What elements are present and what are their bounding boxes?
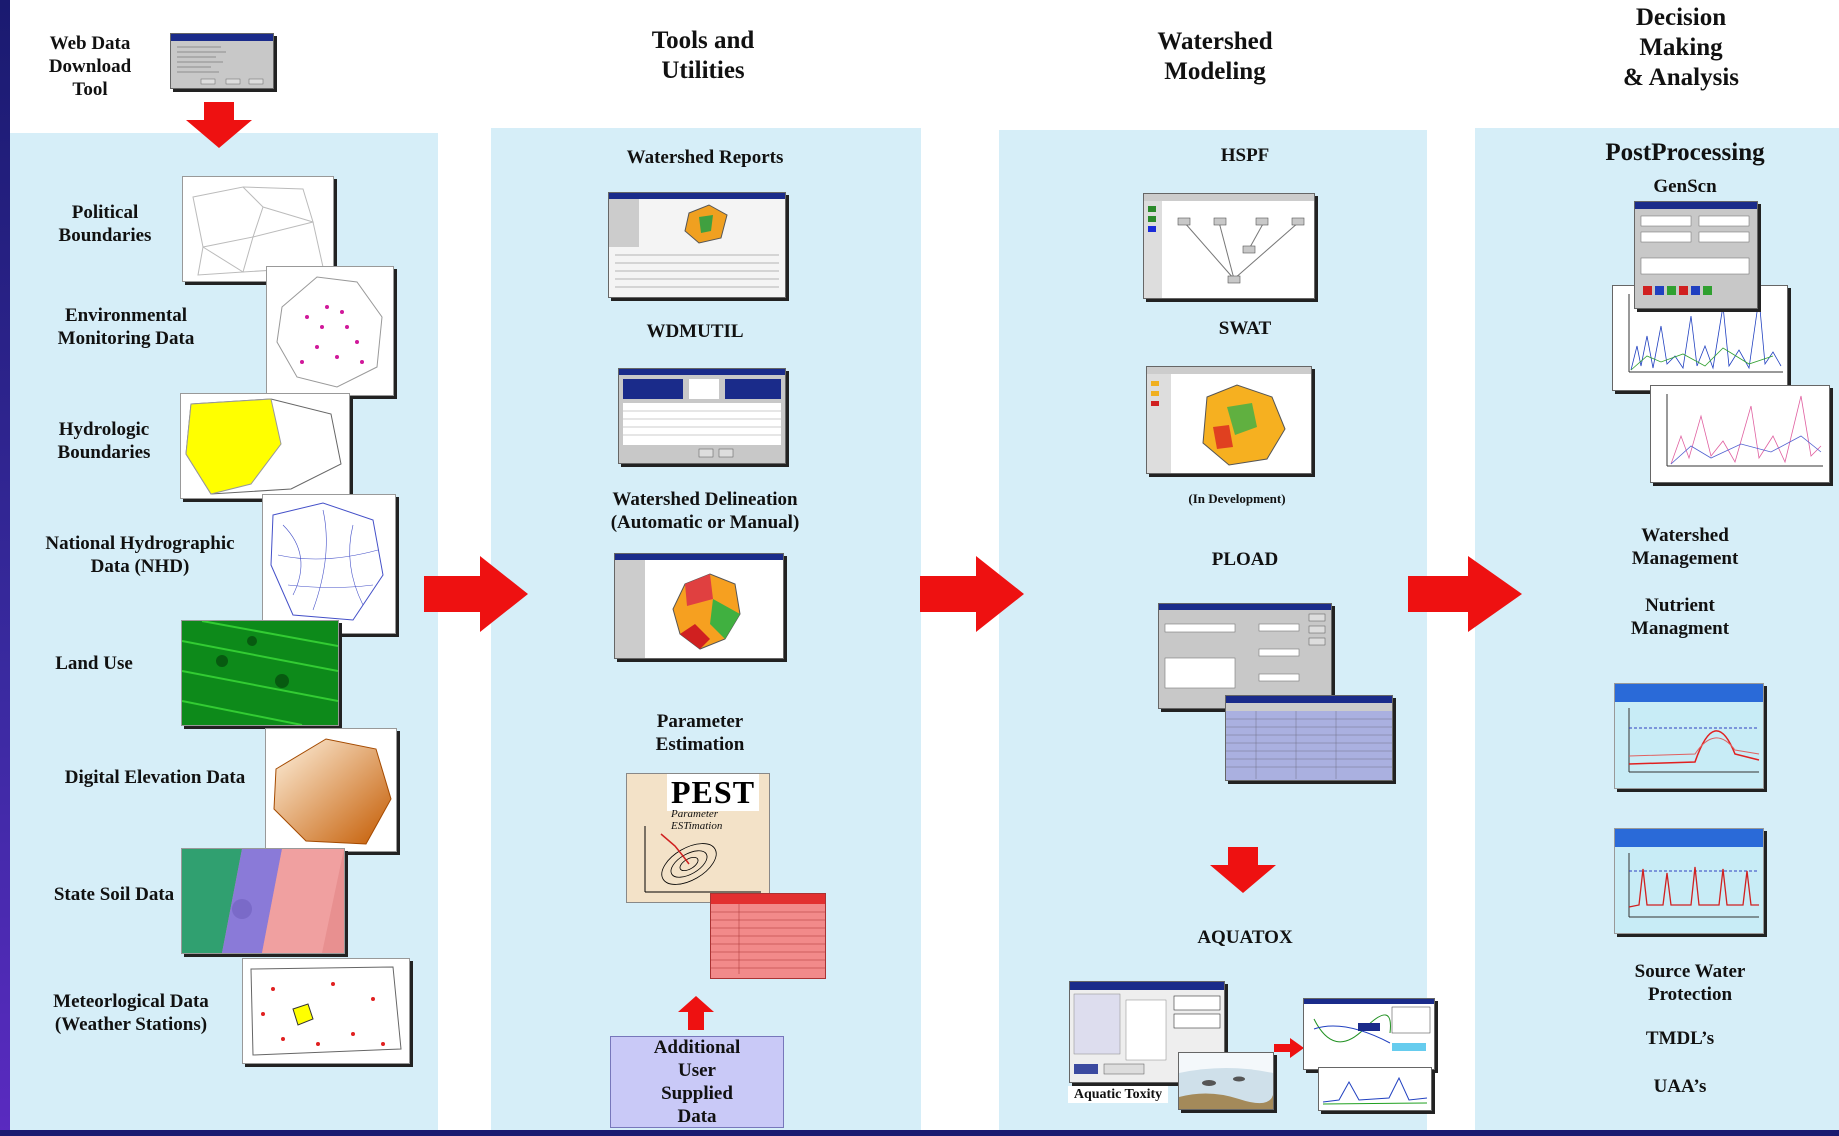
land-use-map [181, 620, 339, 726]
swat-screenshot [1146, 366, 1312, 474]
non-point-source-slide [1614, 828, 1764, 934]
right-arrow-icon [424, 556, 528, 632]
label-swat: SWAT [1218, 318, 1272, 339]
genscn-chart-2 [1650, 385, 1830, 483]
label-parameter-estimation: Parameter Estimation [655, 711, 745, 756]
left-edge-band [0, 0, 10, 1136]
label-hydrologic-boundaries: Hydrologic Boundaries [57, 419, 151, 464]
watershed-reports-screenshot [608, 192, 786, 298]
label-pload: PLOAD [1211, 549, 1279, 570]
label-uaas: UAA’s [1653, 1076, 1707, 1097]
political-boundaries-map [182, 176, 334, 282]
label-environmental-monitoring: Environmental Monitoring Data [57, 305, 195, 350]
pest-logo: PEST Parameter ESTimation [626, 773, 770, 903]
aquatox-chart-screenshot [1303, 998, 1435, 1070]
label-watershed-management: Watershed Management [1631, 525, 1739, 570]
label-meteorological: Meteorlogical Data (Weather Stations) [53, 991, 209, 1036]
aquatox-timeseries-screenshot [1318, 1067, 1432, 1111]
right-arrow-icon [1408, 556, 1522, 632]
label-tmdls: TMDL’s [1645, 1028, 1715, 1049]
pest-word: PEST [667, 774, 760, 811]
web-tool-label: Web Data Download Tool [48, 33, 132, 101]
label-source-water-protection: Source Water Protection [1634, 961, 1746, 1006]
label-genscn: GenScn [1653, 176, 1717, 197]
pest-subtitle: Parameter ESTimation [671, 808, 723, 832]
pload-screenshot [1158, 603, 1332, 709]
web-tool-screenshot [170, 33, 274, 89]
weather-stations-map [242, 958, 410, 1064]
header-decision: Decision Making & Analysis [1622, 4, 1739, 91]
label-postprocessing: PostProcessing [1605, 139, 1765, 166]
label-aquatox: AQUATOX [1197, 927, 1293, 948]
label-wdmutil: WDMUTIL [646, 321, 744, 342]
label-nutrient-managment: Nutrient Managment [1630, 595, 1730, 640]
label-watershed-delineation: Watershed Delineation (Automatic or Manu… [610, 489, 800, 534]
label-land-use: Land Use [55, 653, 133, 674]
point-source-slide [1614, 683, 1764, 789]
label-nhd: National Hydrographic Data (NHD) [45, 533, 235, 578]
delineation-screenshot [614, 553, 784, 659]
pest-parameter-table [710, 893, 826, 979]
genscn-screenshot [1634, 201, 1758, 309]
down-arrow-icon [186, 102, 252, 148]
additional-user-data-box: Additional User Supplied Data [610, 1036, 784, 1128]
label-state-soil: State Soil Data [53, 884, 175, 905]
nhd-map [262, 494, 396, 634]
pload-results-screenshot [1225, 695, 1393, 781]
label-political-boundaries: Political Boundaries [58, 202, 152, 247]
in-development-note: (In Development) [1188, 491, 1286, 506]
hspf-screenshot [1143, 193, 1315, 299]
aquatox-ecosystem-image [1178, 1052, 1274, 1110]
wdmutil-screenshot [618, 368, 786, 464]
state-soil-map [181, 848, 345, 954]
label-hspf: HSPF [1220, 145, 1270, 166]
label-digital-elevation: Digital Elevation Data [64, 767, 246, 788]
aquatox-overview-screenshot [1069, 981, 1225, 1083]
down-arrow-icon [1210, 847, 1276, 893]
header-watershed-modeling: Watershed Modeling [1157, 28, 1273, 85]
right-arrow-icon [1274, 1038, 1304, 1058]
header-tools: Tools and Utilities [651, 27, 755, 84]
label-watershed-reports: Watershed Reports [626, 147, 784, 168]
bottom-edge-band [0, 1130, 1839, 1136]
up-arrow-icon [678, 996, 714, 1030]
label-aquatic-toxity: Aquatic Toxity [1068, 1086, 1168, 1104]
hydrologic-boundaries-map [180, 393, 350, 499]
environmental-monitoring-map [266, 266, 394, 396]
right-arrow-icon [920, 556, 1024, 632]
digital-elevation-map [265, 728, 397, 852]
